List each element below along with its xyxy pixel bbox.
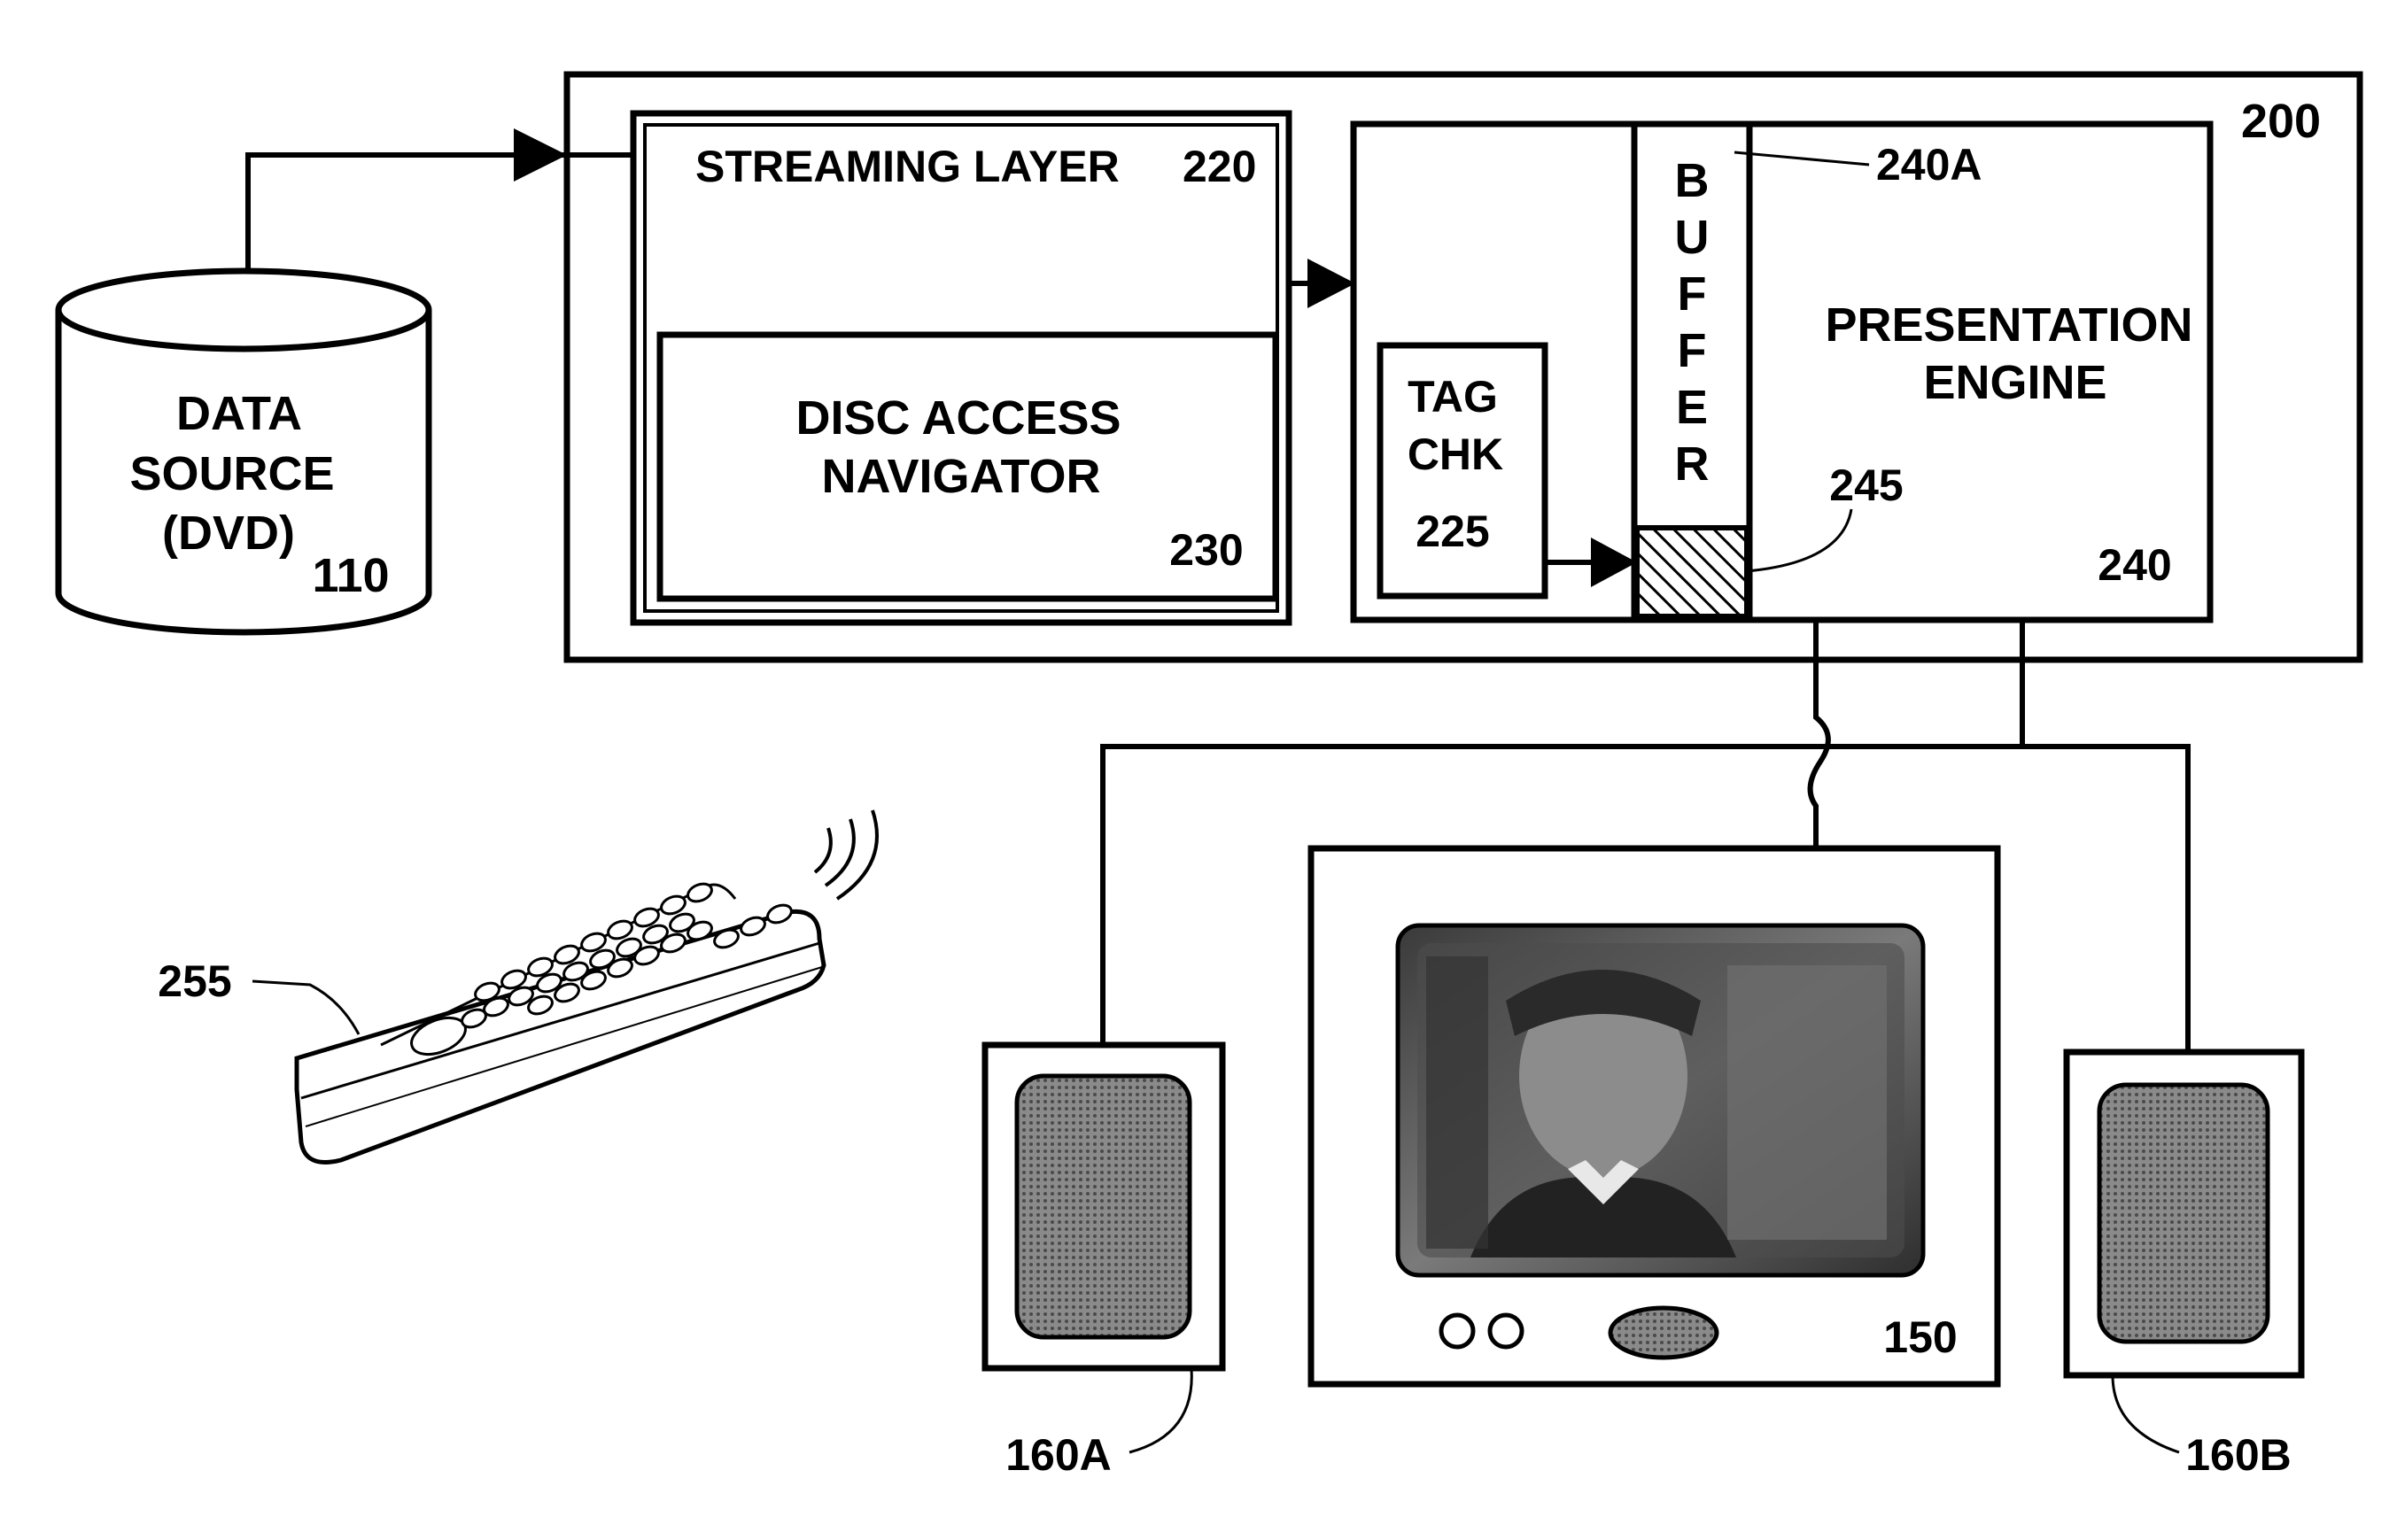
buffer-letter-f2: F <box>1678 324 1707 377</box>
speaker-right-leader <box>2113 1375 2179 1452</box>
buffer-leader <box>1734 152 1869 165</box>
buffer-ref: 240A <box>1876 140 1982 190</box>
data-source-ref: 110 <box>312 549 389 602</box>
data-source-connector <box>248 128 633 271</box>
tv-speaker-grille <box>1610 1308 1717 1358</box>
tag-check-ref: 225 <box>1416 507 1489 556</box>
presentation-engine: PRESENTATION ENGINE 240 <box>1749 124 2210 620</box>
buffer: B U F F E R <box>1634 124 1749 620</box>
presentation-engine-ref: 240 <box>2098 540 2171 590</box>
streaming-layer-label: STREAMING LAYER <box>695 142 1120 191</box>
presentation-engine-line-1: PRESENTATION <box>1825 298 2192 352</box>
tag-check-line-1: TAG <box>1408 372 1498 422</box>
speaker-right-ref: 160B <box>2185 1430 2292 1480</box>
presentation-engine-line-2: ENGINE <box>1923 356 2106 409</box>
remote-leader <box>252 981 359 1034</box>
streaming-layer-ref: 220 <box>1183 142 1256 191</box>
tv-screen-image <box>1417 943 1904 1258</box>
streaming-to-presentation-arrow <box>1289 259 1355 308</box>
remote-control <box>297 810 877 1163</box>
buffer-letter-e: E <box>1676 381 1708 434</box>
television-ref: 150 <box>1883 1312 1957 1362</box>
speaker-right-grille <box>2099 1085 2268 1342</box>
navigator-line-2: NAVIGATOR <box>821 450 1100 503</box>
tag-check-line-2: CHK <box>1408 429 1503 479</box>
disc-access-navigator: DISC ACCESS NAVIGATOR 230 <box>660 335 1276 599</box>
hatched-region-leader <box>1747 509 1851 571</box>
buffer-letter-b: B <box>1675 154 1710 207</box>
data-source-line-2: SOURCE <box>129 447 334 500</box>
data-source-line-1: DATA <box>176 387 302 440</box>
buffer-hatched-region <box>1637 528 1747 616</box>
data-source-cylinder: DATA SOURCE (DVD) 110 <box>58 271 429 632</box>
navigator-ref: 230 <box>1169 525 1243 575</box>
speaker-left <box>985 1045 1222 1368</box>
speaker-left-ref: 160A <box>1005 1430 1112 1480</box>
speaker-right <box>2067 1052 2301 1375</box>
remote-ref: 255 <box>158 956 231 1006</box>
buffer-letter-f1: F <box>1678 267 1707 321</box>
tag-to-buffer-arrow <box>1545 538 1637 587</box>
tag-check: TAG CHK 225 <box>1380 345 1545 596</box>
buffer-letter-u: U <box>1675 211 1710 264</box>
tv-knob-1 <box>1441 1315 1473 1347</box>
hatched-region-ref: 245 <box>1829 460 1903 510</box>
speaker-left-leader <box>1129 1368 1191 1452</box>
television: 150 <box>1311 848 1998 1384</box>
data-source-line-3: (DVD) <box>162 507 295 560</box>
remote-signal-waves <box>815 810 877 899</box>
navigator-line-1: DISC ACCESS <box>795 391 1121 445</box>
system-ref: 200 <box>2241 95 2321 148</box>
speaker-left-grille <box>1017 1076 1190 1337</box>
buffer-letter-r: R <box>1675 437 1710 491</box>
tv-knob-2 <box>1490 1315 1522 1347</box>
